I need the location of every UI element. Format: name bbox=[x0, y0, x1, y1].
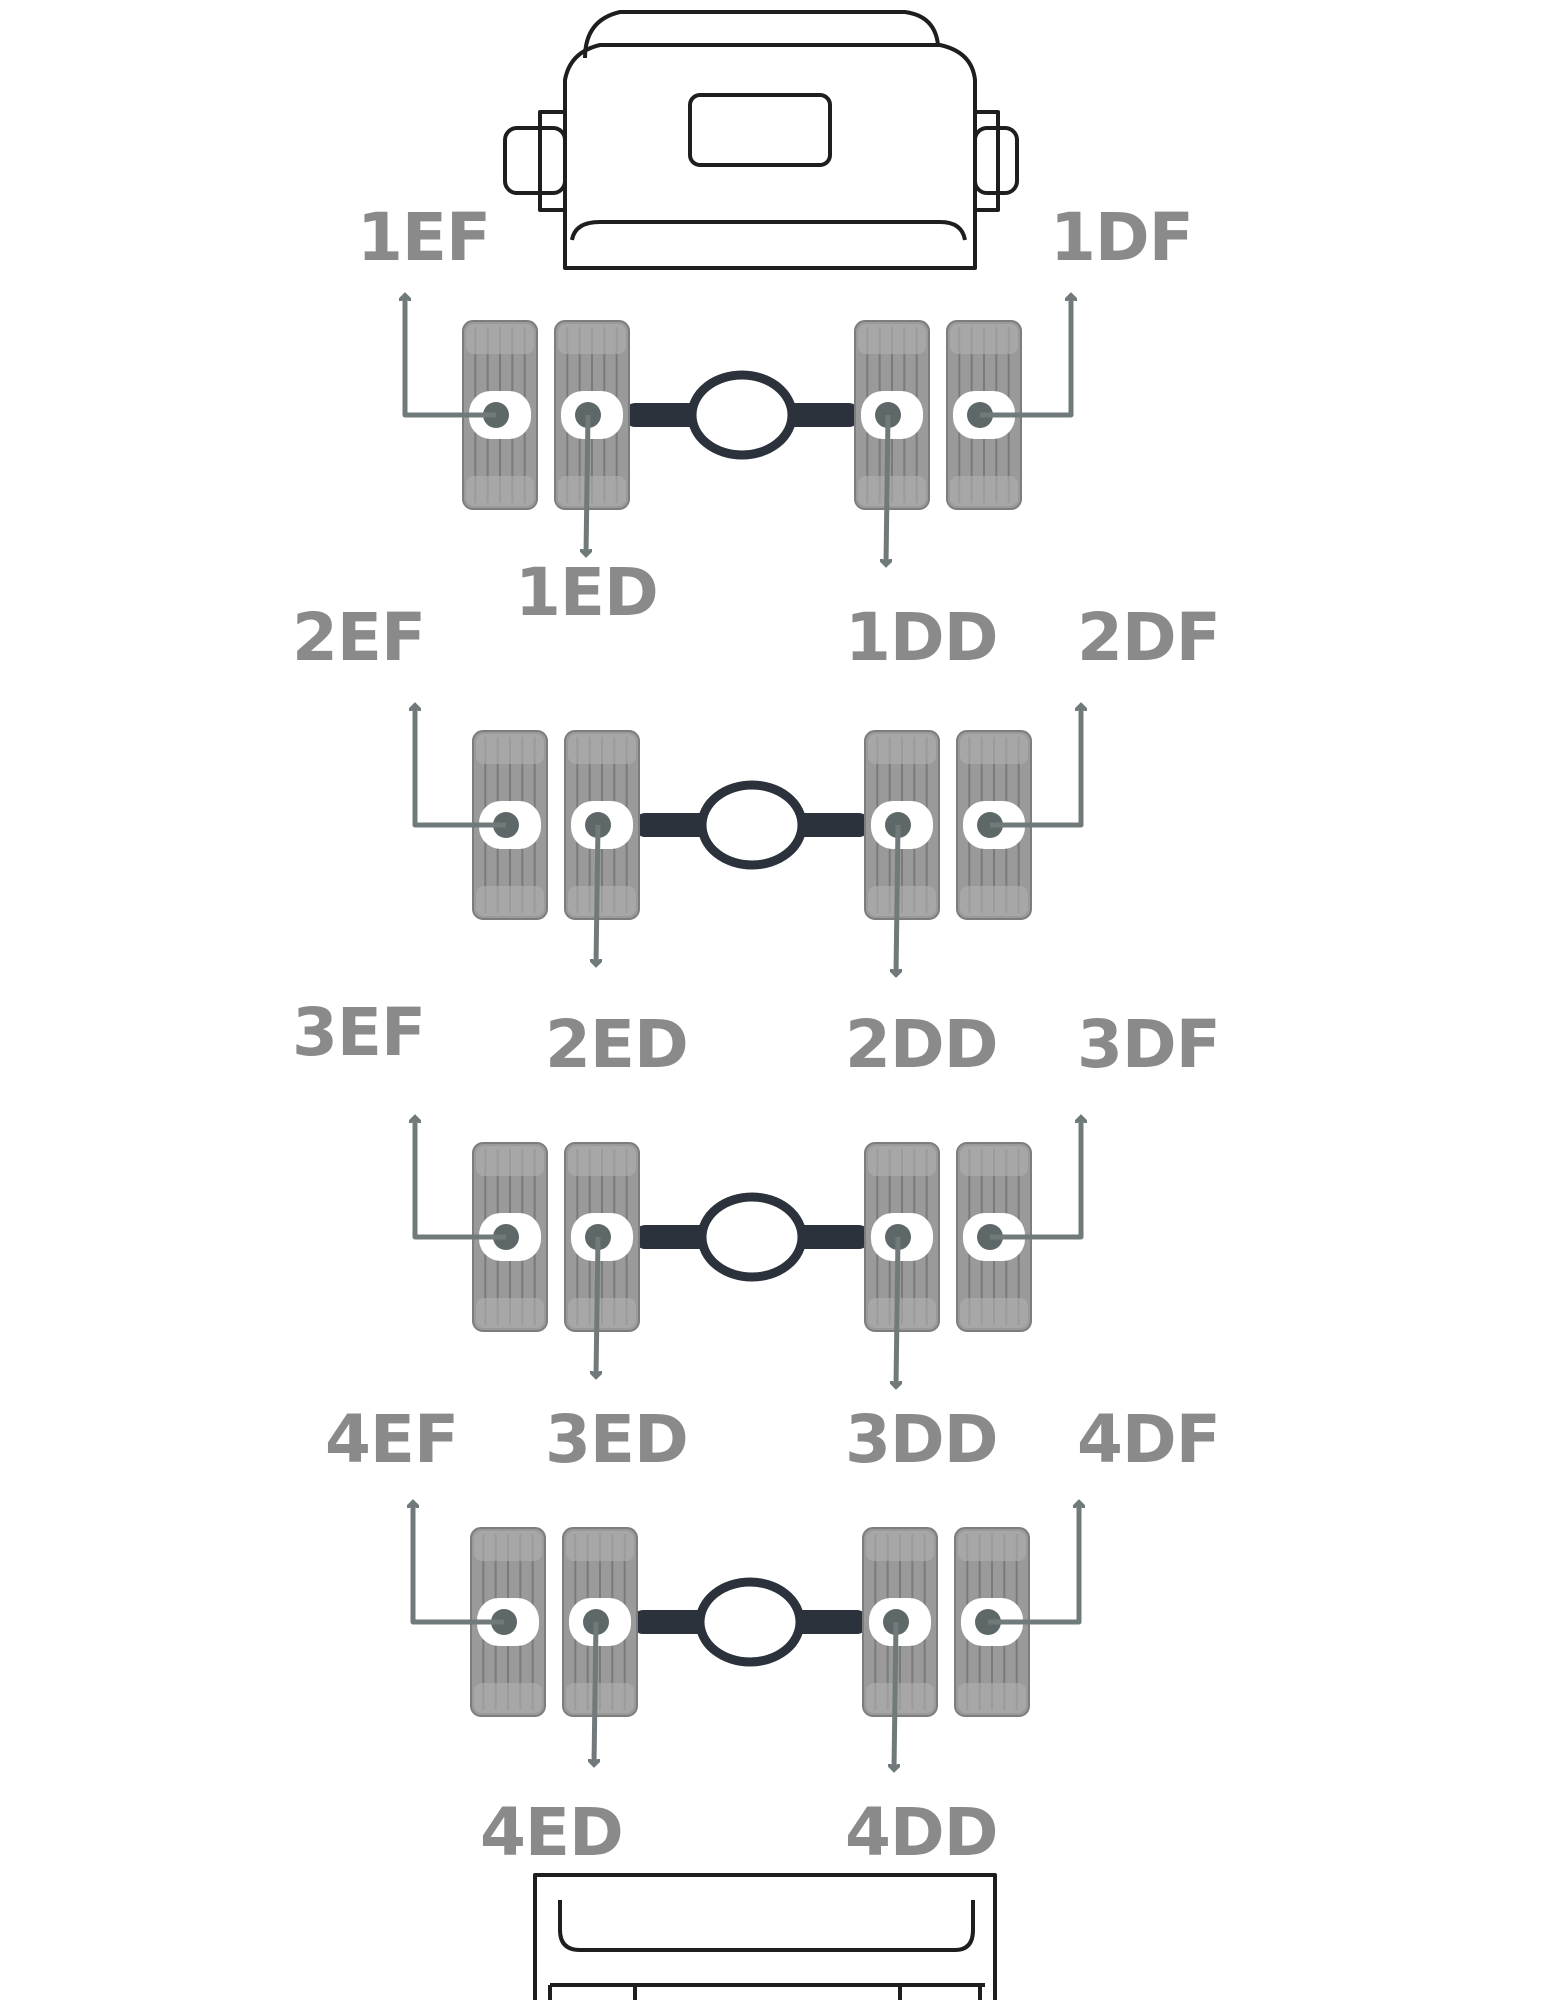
tire-right-outer bbox=[956, 1142, 1032, 1332]
tire-label-right-outer: 1DF bbox=[1050, 199, 1194, 276]
left-mirror bbox=[503, 126, 567, 195]
tire-label-left-outer: 2EF bbox=[292, 599, 426, 676]
differential bbox=[697, 780, 807, 870]
arrow-right-outer bbox=[988, 1502, 1079, 1625]
tire-label-left-inner: 3ED bbox=[545, 1401, 689, 1478]
arrow-left-outer bbox=[415, 1117, 506, 1240]
arrow-left-outer bbox=[415, 705, 506, 828]
arrow-right-inner bbox=[894, 1621, 896, 1770]
tire-label-right-outer: 3DF bbox=[1077, 1006, 1221, 1083]
tire-label-left-inner: 4ED bbox=[480, 1794, 624, 1871]
axle-2 bbox=[415, 705, 1081, 975]
differential bbox=[697, 1192, 807, 1282]
arrow-left-inner bbox=[596, 1236, 598, 1377]
tire-label-right-outer: 2DF bbox=[1077, 599, 1221, 676]
arrow-right-outer bbox=[980, 295, 1071, 418]
arrow-left-inner bbox=[596, 824, 598, 965]
differential bbox=[687, 370, 797, 460]
tire-left-inner bbox=[564, 1142, 640, 1332]
arrow-right-inner bbox=[896, 1236, 898, 1387]
arrow-left-inner bbox=[594, 1621, 596, 1765]
tire-label-left-outer: 4EF bbox=[325, 1401, 459, 1478]
differential bbox=[695, 1577, 805, 1667]
arrow-left-outer bbox=[405, 295, 496, 418]
arrow-right-inner bbox=[896, 824, 898, 975]
tire-right-inner bbox=[862, 1527, 938, 1717]
truck-rear bbox=[533, 1873, 997, 2000]
tire-left-outer bbox=[462, 320, 538, 510]
tire-right-inner bbox=[854, 320, 930, 510]
tire-label-right-inner: 3DD bbox=[845, 1401, 998, 1478]
arrow-right-outer bbox=[990, 705, 1081, 828]
tire-left-inner bbox=[554, 320, 630, 510]
arrow-right-outer bbox=[990, 1117, 1081, 1240]
axle-4 bbox=[413, 1502, 1079, 1770]
tire-label-left-outer: 1EF bbox=[357, 199, 491, 276]
truck-cab bbox=[503, 10, 1019, 270]
tire-left-outer bbox=[472, 730, 548, 920]
tire-label-right-inner: 4DD bbox=[845, 1794, 998, 1871]
tire-label-left-inner: 2ED bbox=[545, 1006, 689, 1083]
arrow-right-inner bbox=[886, 414, 888, 565]
axle-3 bbox=[415, 1117, 1081, 1387]
arrow-left-outer bbox=[413, 1502, 504, 1625]
tire-label-left-inner: 1ED bbox=[515, 554, 659, 631]
arrow-left-inner bbox=[586, 414, 588, 555]
tire-right-inner bbox=[864, 1142, 940, 1332]
axle-1 bbox=[405, 295, 1071, 565]
tire-label-right-inner: 1DD bbox=[845, 599, 998, 676]
tire-left-inner bbox=[562, 1527, 638, 1717]
tire-left-inner bbox=[564, 730, 640, 920]
tire-label-right-outer: 4DF bbox=[1077, 1401, 1221, 1478]
tire-right-inner bbox=[864, 730, 940, 920]
tire-label-left-outer: 3EF bbox=[292, 994, 426, 1071]
tire-label-right-inner: 2DD bbox=[845, 1006, 998, 1083]
cab-window bbox=[688, 93, 832, 167]
